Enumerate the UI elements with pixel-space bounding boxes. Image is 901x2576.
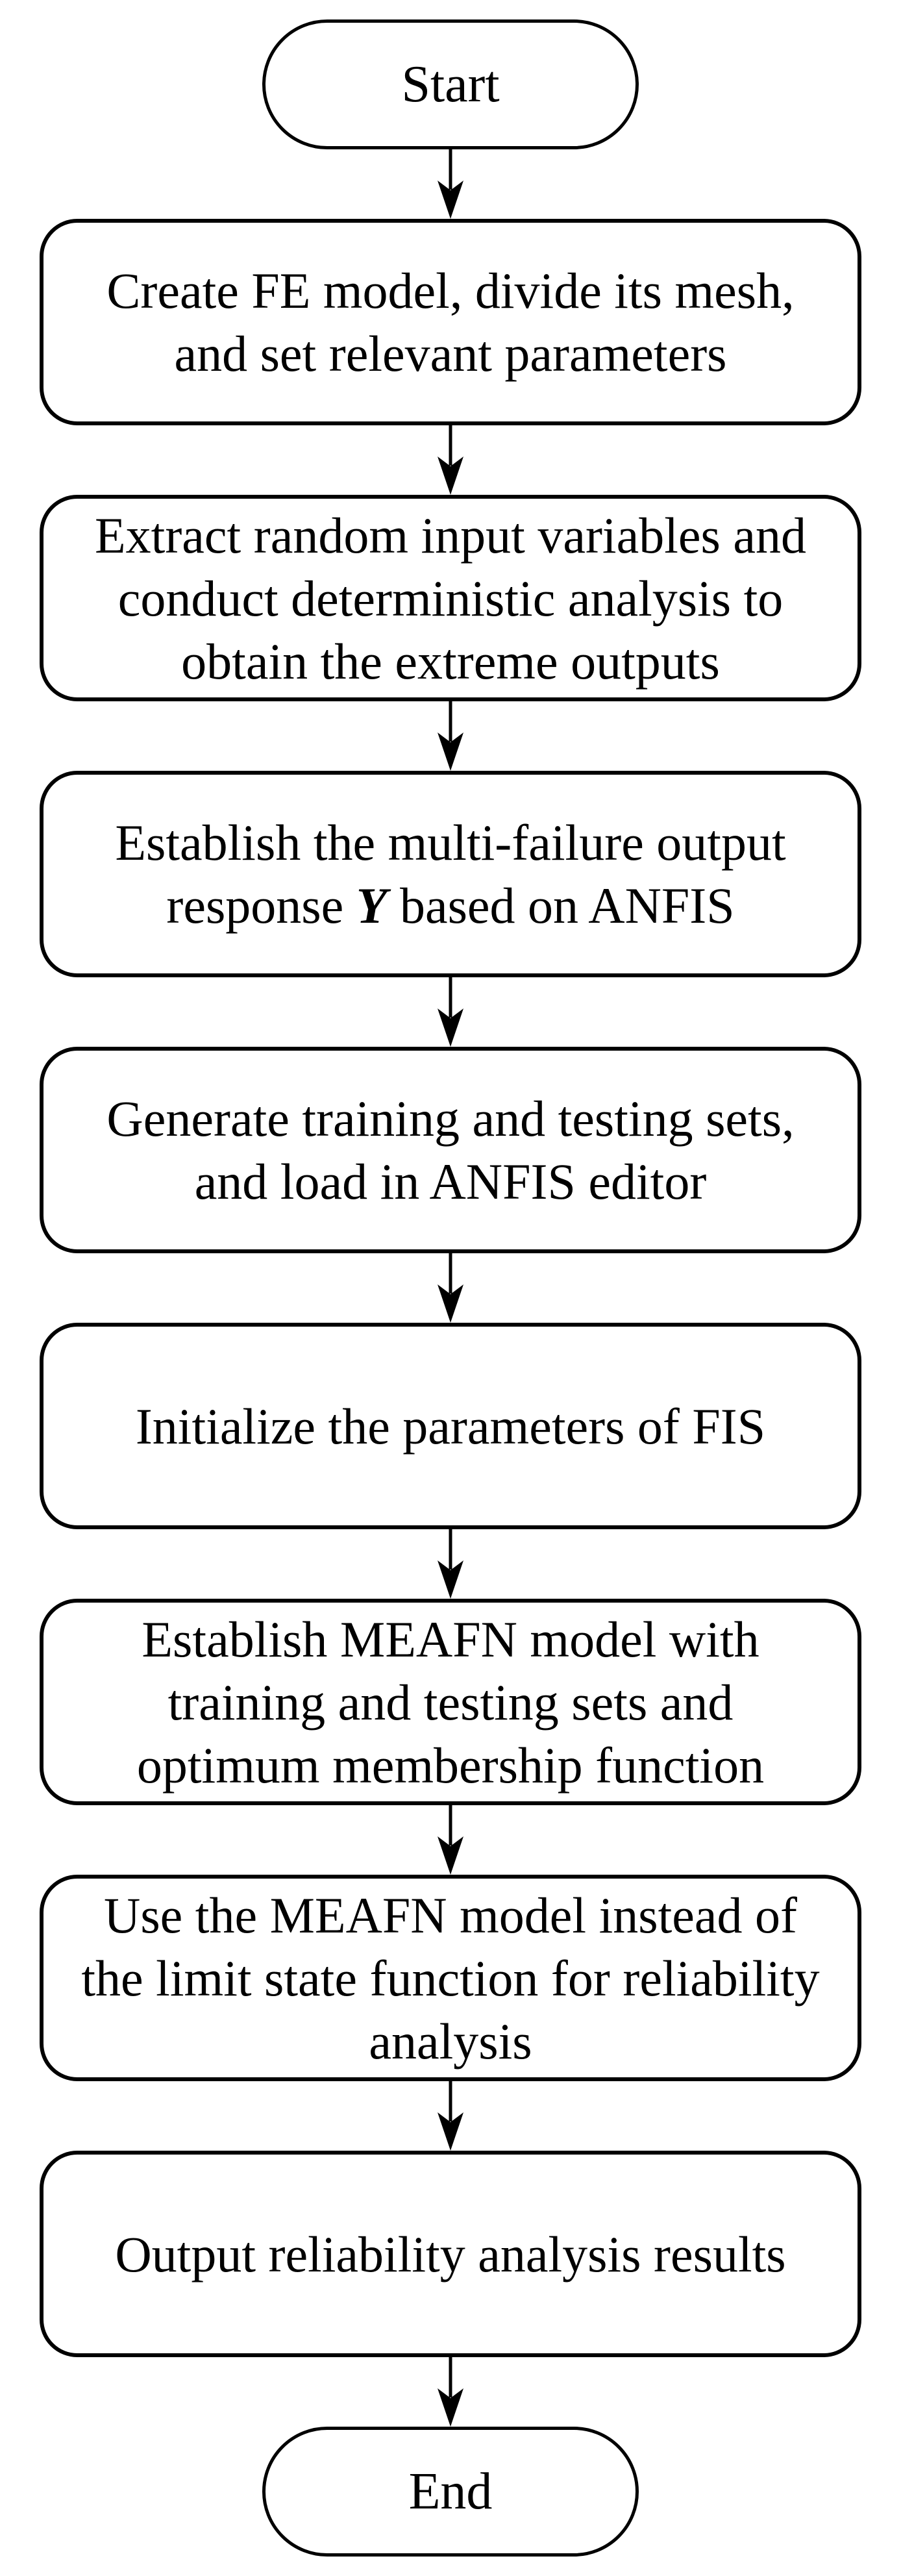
process-extract-random-inputs: Extract random input variables and condu… [40, 495, 861, 701]
flow-arrow-icon [438, 977, 463, 1047]
node-text-line: optimum membership function [136, 1736, 765, 1794]
flow-arrow-icon [438, 1253, 463, 1323]
node-text-line: Create FE model, divide its mesh, [106, 262, 795, 319]
node-text-line: Output reliability analysis results [115, 2225, 786, 2282]
process-establish-meafn-model: Establish MEAFN model with training and … [40, 1599, 861, 1805]
flow-arrow-icon [438, 2081, 463, 2151]
process-initialize-fis: Initialize the parameters of FIS [40, 1323, 861, 1529]
node-text-line: and set relevant parameters [174, 325, 727, 382]
text-fragment: based on ANFIS [387, 877, 735, 934]
node-text-line: conduct deterministic analysis to [117, 569, 784, 627]
process-use-meafn-model: Use the MEAFN model instead of the limit… [40, 1875, 861, 2081]
node-label: Start [401, 55, 500, 113]
process-establish-multi-failure-output: Establish the multi-failure output respo… [40, 771, 861, 977]
process-output-results: Output reliability analysis results [40, 2151, 861, 2357]
node-label: End [408, 2462, 493, 2520]
node-text-line: the limit state function for reliability [81, 1949, 820, 2007]
node-text-line: Use the MEAFN model instead of [103, 1886, 797, 1944]
node-text-line: Generate training and testing sets, [106, 1090, 795, 1147]
node-text-line: obtain the extreme outputs [181, 632, 720, 690]
flow-arrow-icon [438, 2357, 463, 2427]
flow-arrow-icon [438, 1805, 463, 1875]
node-text-line: Extract random input variables and [95, 506, 806, 564]
text-fragment: response [166, 877, 356, 934]
terminator-start: Start [262, 19, 639, 149]
node-text-line: training and testing sets and [167, 1673, 734, 1731]
node-text-line: response Y based on ANFIS [166, 874, 734, 937]
node-text-line: analysis [369, 2012, 532, 2070]
node-text-line: Establish MEAFN model with [142, 1610, 759, 1668]
flow-arrow-icon [438, 425, 463, 495]
process-create-fe-model: Create FE model, divide its mesh, and se… [40, 219, 861, 425]
terminator-end: End [262, 2427, 639, 2557]
node-text-line: Establish the multi-failure output [115, 814, 786, 871]
node-text-line: Initialize the parameters of FIS [135, 1397, 766, 1455]
flow-arrow-icon [438, 701, 463, 771]
process-generate-train-test-sets: Generate training and testing sets, and … [40, 1047, 861, 1253]
flow-arrow-icon [438, 1529, 463, 1599]
flow-arrow-icon [438, 149, 463, 219]
response-symbol: Y [356, 877, 388, 934]
node-text-line: and load in ANFIS editor [194, 1153, 707, 1210]
